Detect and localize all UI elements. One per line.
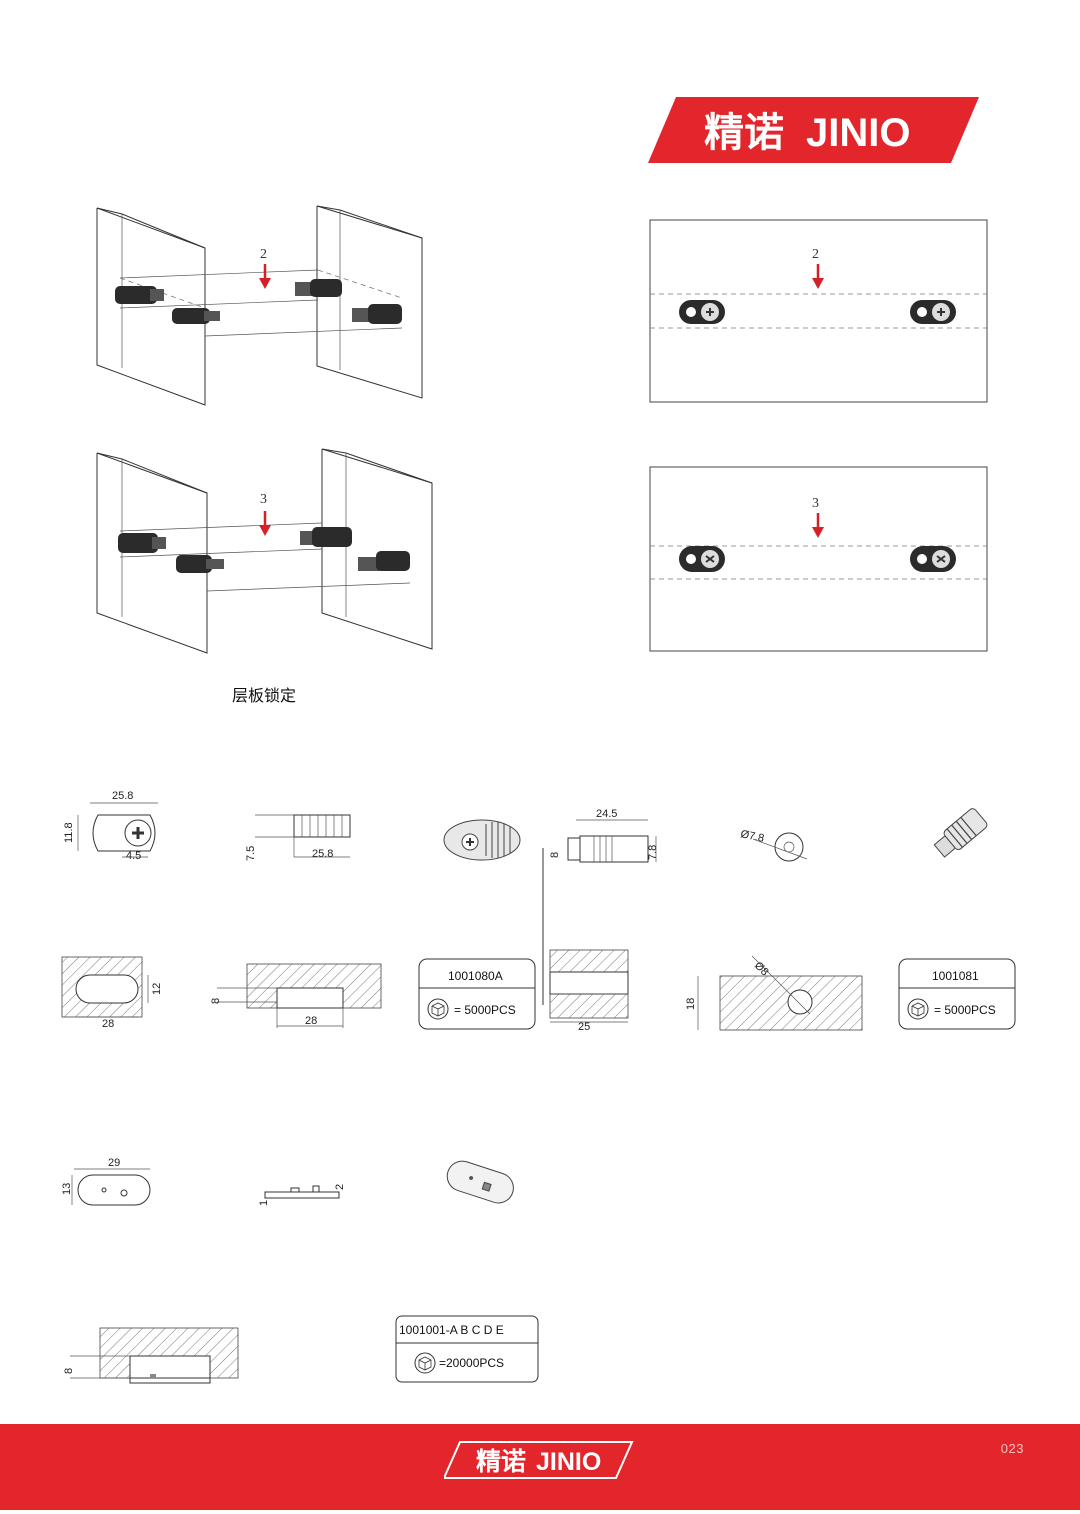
- package-code: 1001001-A B C D E: [399, 1323, 504, 1337]
- panel-view-step2: 2: [649, 219, 988, 403]
- package-badge-1001081: 1001081 = 5000PCS: [898, 958, 1016, 1030]
- plate-top-view: 29 13: [61, 1157, 151, 1206]
- dimension-label: 28: [305, 1015, 317, 1027]
- brand-logo-footer: 精诺 JINIO: [444, 1441, 634, 1479]
- step-number: 2: [260, 247, 267, 262]
- page-number: 023: [1000, 1441, 1024, 1456]
- panel-view-step3: 3: [649, 466, 988, 652]
- cam-fitting: [118, 533, 166, 553]
- logo-cn: 精诺: [704, 111, 784, 155]
- dimension-label: 8: [549, 852, 561, 858]
- pin-end-view: Ø7.8: [739, 828, 808, 862]
- package-qty: =20000PCS: [439, 1356, 504, 1370]
- plate-side-view: 1 2: [258, 1184, 346, 1206]
- step-number: 2: [812, 247, 819, 262]
- plate-3d-render: [446, 1160, 514, 1204]
- dimension-label: 25.8: [112, 790, 133, 802]
- dimension-label: 8: [63, 1368, 75, 1374]
- package-qty: = 5000PCS: [454, 1003, 516, 1017]
- cam-fitting: [300, 527, 352, 547]
- box-icon: [414, 1352, 436, 1374]
- pin-hole-section: 25: [549, 949, 629, 1033]
- dimension-label: 24.5: [596, 808, 617, 820]
- cam-head: [679, 300, 725, 324]
- dimension-label: Ø7.8: [739, 828, 765, 845]
- cam-side-view: 7.5 25.8: [245, 814, 351, 861]
- assembly-diagram-step3: 3: [96, 448, 433, 654]
- dimension-label: 13: [61, 1183, 73, 1195]
- dimension-label: 29: [108, 1157, 120, 1169]
- package-badge-1001001: 1001001-A B C D E =20000PCS: [395, 1315, 539, 1383]
- dimension-label: 7.5: [245, 846, 257, 861]
- cam-head: [679, 546, 725, 572]
- logo-en: JINIO: [806, 111, 910, 155]
- dimension-label: 25.8: [312, 848, 333, 860]
- package-qty: = 5000PCS: [934, 1003, 996, 1017]
- brand-logo-top: 精诺 JINIO: [648, 97, 979, 163]
- assembly-diagram-step2: 2: [96, 205, 423, 406]
- logo-banner: [648, 97, 979, 163]
- caption: 层板锁定: [232, 688, 297, 705]
- board-section: Ø8 18: [685, 955, 863, 1031]
- slot-section: 28 12: [61, 956, 163, 1030]
- cam-fitting: [295, 279, 342, 297]
- slot-depth-section: 8 28: [210, 963, 382, 1028]
- box-icon: [427, 998, 449, 1020]
- pin-side-view: 24.5 8 7.8: [542, 808, 659, 1005]
- dimension-label: 8: [210, 998, 222, 1004]
- cam-fitting: [176, 555, 224, 573]
- plate-inset-section: 8: [63, 1327, 239, 1384]
- dimension-label: 25: [578, 1021, 590, 1033]
- dimension-label: 28: [102, 1018, 114, 1030]
- package-badge-1001080A: 1001080A = 5000PCS: [418, 958, 536, 1030]
- step-number: 3: [812, 496, 819, 511]
- down-arrow-icon: [812, 513, 824, 538]
- dimension-label: 1: [258, 1200, 270, 1206]
- down-arrow-icon: [259, 511, 271, 536]
- cam-3d-render: [443, 819, 521, 861]
- dimension-label: 12: [151, 983, 163, 995]
- cam-top-view: 25.8 11.8 4.5: [63, 790, 158, 862]
- package-code: 1001080A: [448, 969, 503, 983]
- step-number: 3: [260, 492, 267, 507]
- dimension-label: 4.5: [126, 850, 141, 862]
- cam-head: [910, 300, 956, 324]
- dimension-label: 18: [685, 998, 697, 1010]
- dimension-label: 2: [334, 1184, 346, 1190]
- cam-fitting: [352, 304, 402, 324]
- dimension-label: 7.8: [647, 845, 659, 860]
- logo-en: JINIO: [536, 1448, 601, 1476]
- down-arrow-icon: [259, 264, 271, 289]
- cam-fitting: [115, 286, 164, 304]
- dimension-label: 11.8: [63, 822, 75, 843]
- logo-cn: 精诺: [476, 1448, 526, 1476]
- footer-band: [0, 1424, 1080, 1510]
- package-code: 1001081: [932, 969, 979, 983]
- pin-3d-render: [933, 808, 988, 858]
- cam-fitting: [358, 551, 410, 571]
- cam-head: [910, 546, 956, 572]
- box-icon: [907, 998, 929, 1020]
- cam-fitting: [172, 308, 220, 324]
- down-arrow-icon: [812, 264, 824, 289]
